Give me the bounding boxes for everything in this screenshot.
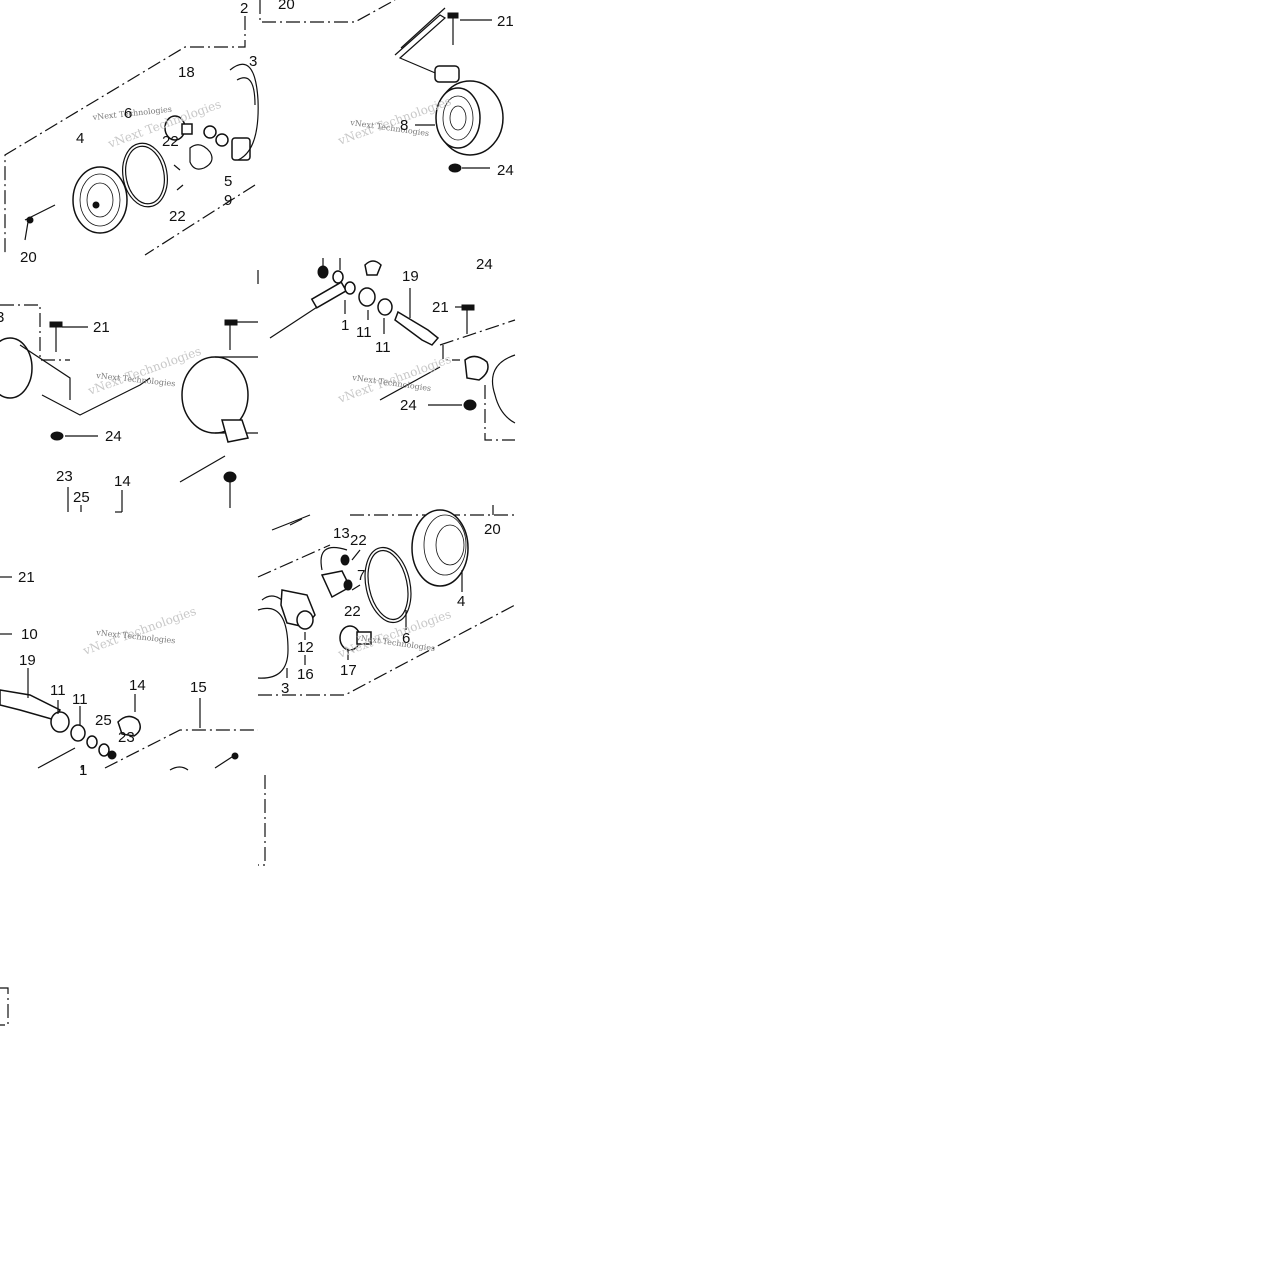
callout: 20: [278, 0, 295, 13]
callout: 22: [344, 603, 361, 620]
panel-rear-right-assembly: [257, 505, 516, 696]
callout: 24: [105, 428, 122, 445]
panel-rear-right-turn-signal: [269, 258, 516, 441]
callout: 6: [124, 105, 132, 122]
callout: 8: [400, 117, 408, 134]
callout: 1: [79, 762, 87, 779]
callout: 19: [19, 652, 36, 669]
callout: 13: [333, 525, 350, 542]
callout: 1: [341, 317, 349, 334]
callout: 24: [400, 397, 417, 414]
watermarks: vNext Technologies vNext Technologies vN…: [80, 94, 453, 661]
callout: 14: [129, 677, 146, 694]
panel-front-right-turn-signal: [259, 0, 504, 173]
callout: 10: [21, 626, 38, 643]
callout: 11: [72, 691, 88, 708]
callout: 25: [73, 489, 90, 506]
callout: 4: [457, 593, 465, 610]
callout: 15: [190, 679, 207, 696]
panel-rear-left-turn-signal: [0, 270, 259, 513]
callout: 3: [0, 309, 4, 326]
callout: 16: [297, 666, 314, 683]
lens: [72, 166, 128, 234]
callout: 21: [432, 299, 449, 316]
callout: 11: [50, 682, 66, 699]
callout: 21: [93, 319, 110, 336]
callout: 25: [95, 712, 112, 729]
callout: 9: [224, 192, 232, 209]
callout: 23: [118, 729, 135, 746]
callout: 3: [281, 680, 289, 697]
callout: 24: [497, 162, 514, 179]
callout: 20: [484, 521, 501, 538]
callout: 2: [240, 0, 248, 17]
lens-rear: [411, 509, 469, 587]
panel-rear-left-assembly: [0, 576, 266, 1026]
callout: 11: [356, 324, 372, 341]
callout: 22: [350, 532, 367, 549]
callout: 7: [357, 567, 365, 584]
callout: 14: [114, 473, 131, 490]
callout: 19: [402, 268, 419, 285]
callout: 12: [297, 639, 314, 656]
callout-numbers: 2 20 21 18 3 6 8 22 4 5 9 22 24 20 24 19…: [0, 0, 514, 779]
gasket: [122, 142, 168, 208]
callout: 24: [476, 256, 493, 273]
callout: 23: [56, 468, 73, 485]
callout: 4: [76, 130, 84, 147]
callout: 17: [340, 662, 357, 679]
callout: 3: [249, 53, 257, 70]
callout: 21: [18, 569, 35, 586]
panel-front-left-turn-signal: [4, 16, 259, 256]
callout: 20: [20, 249, 37, 266]
callout: 5: [224, 173, 232, 190]
callout: 11: [375, 339, 391, 356]
callout: 22: [162, 133, 179, 150]
callout: 6: [402, 630, 410, 647]
callout: 18: [178, 64, 195, 81]
callout: 22: [169, 208, 186, 225]
gasket-rear: [364, 546, 412, 624]
callout: 21: [497, 13, 514, 30]
